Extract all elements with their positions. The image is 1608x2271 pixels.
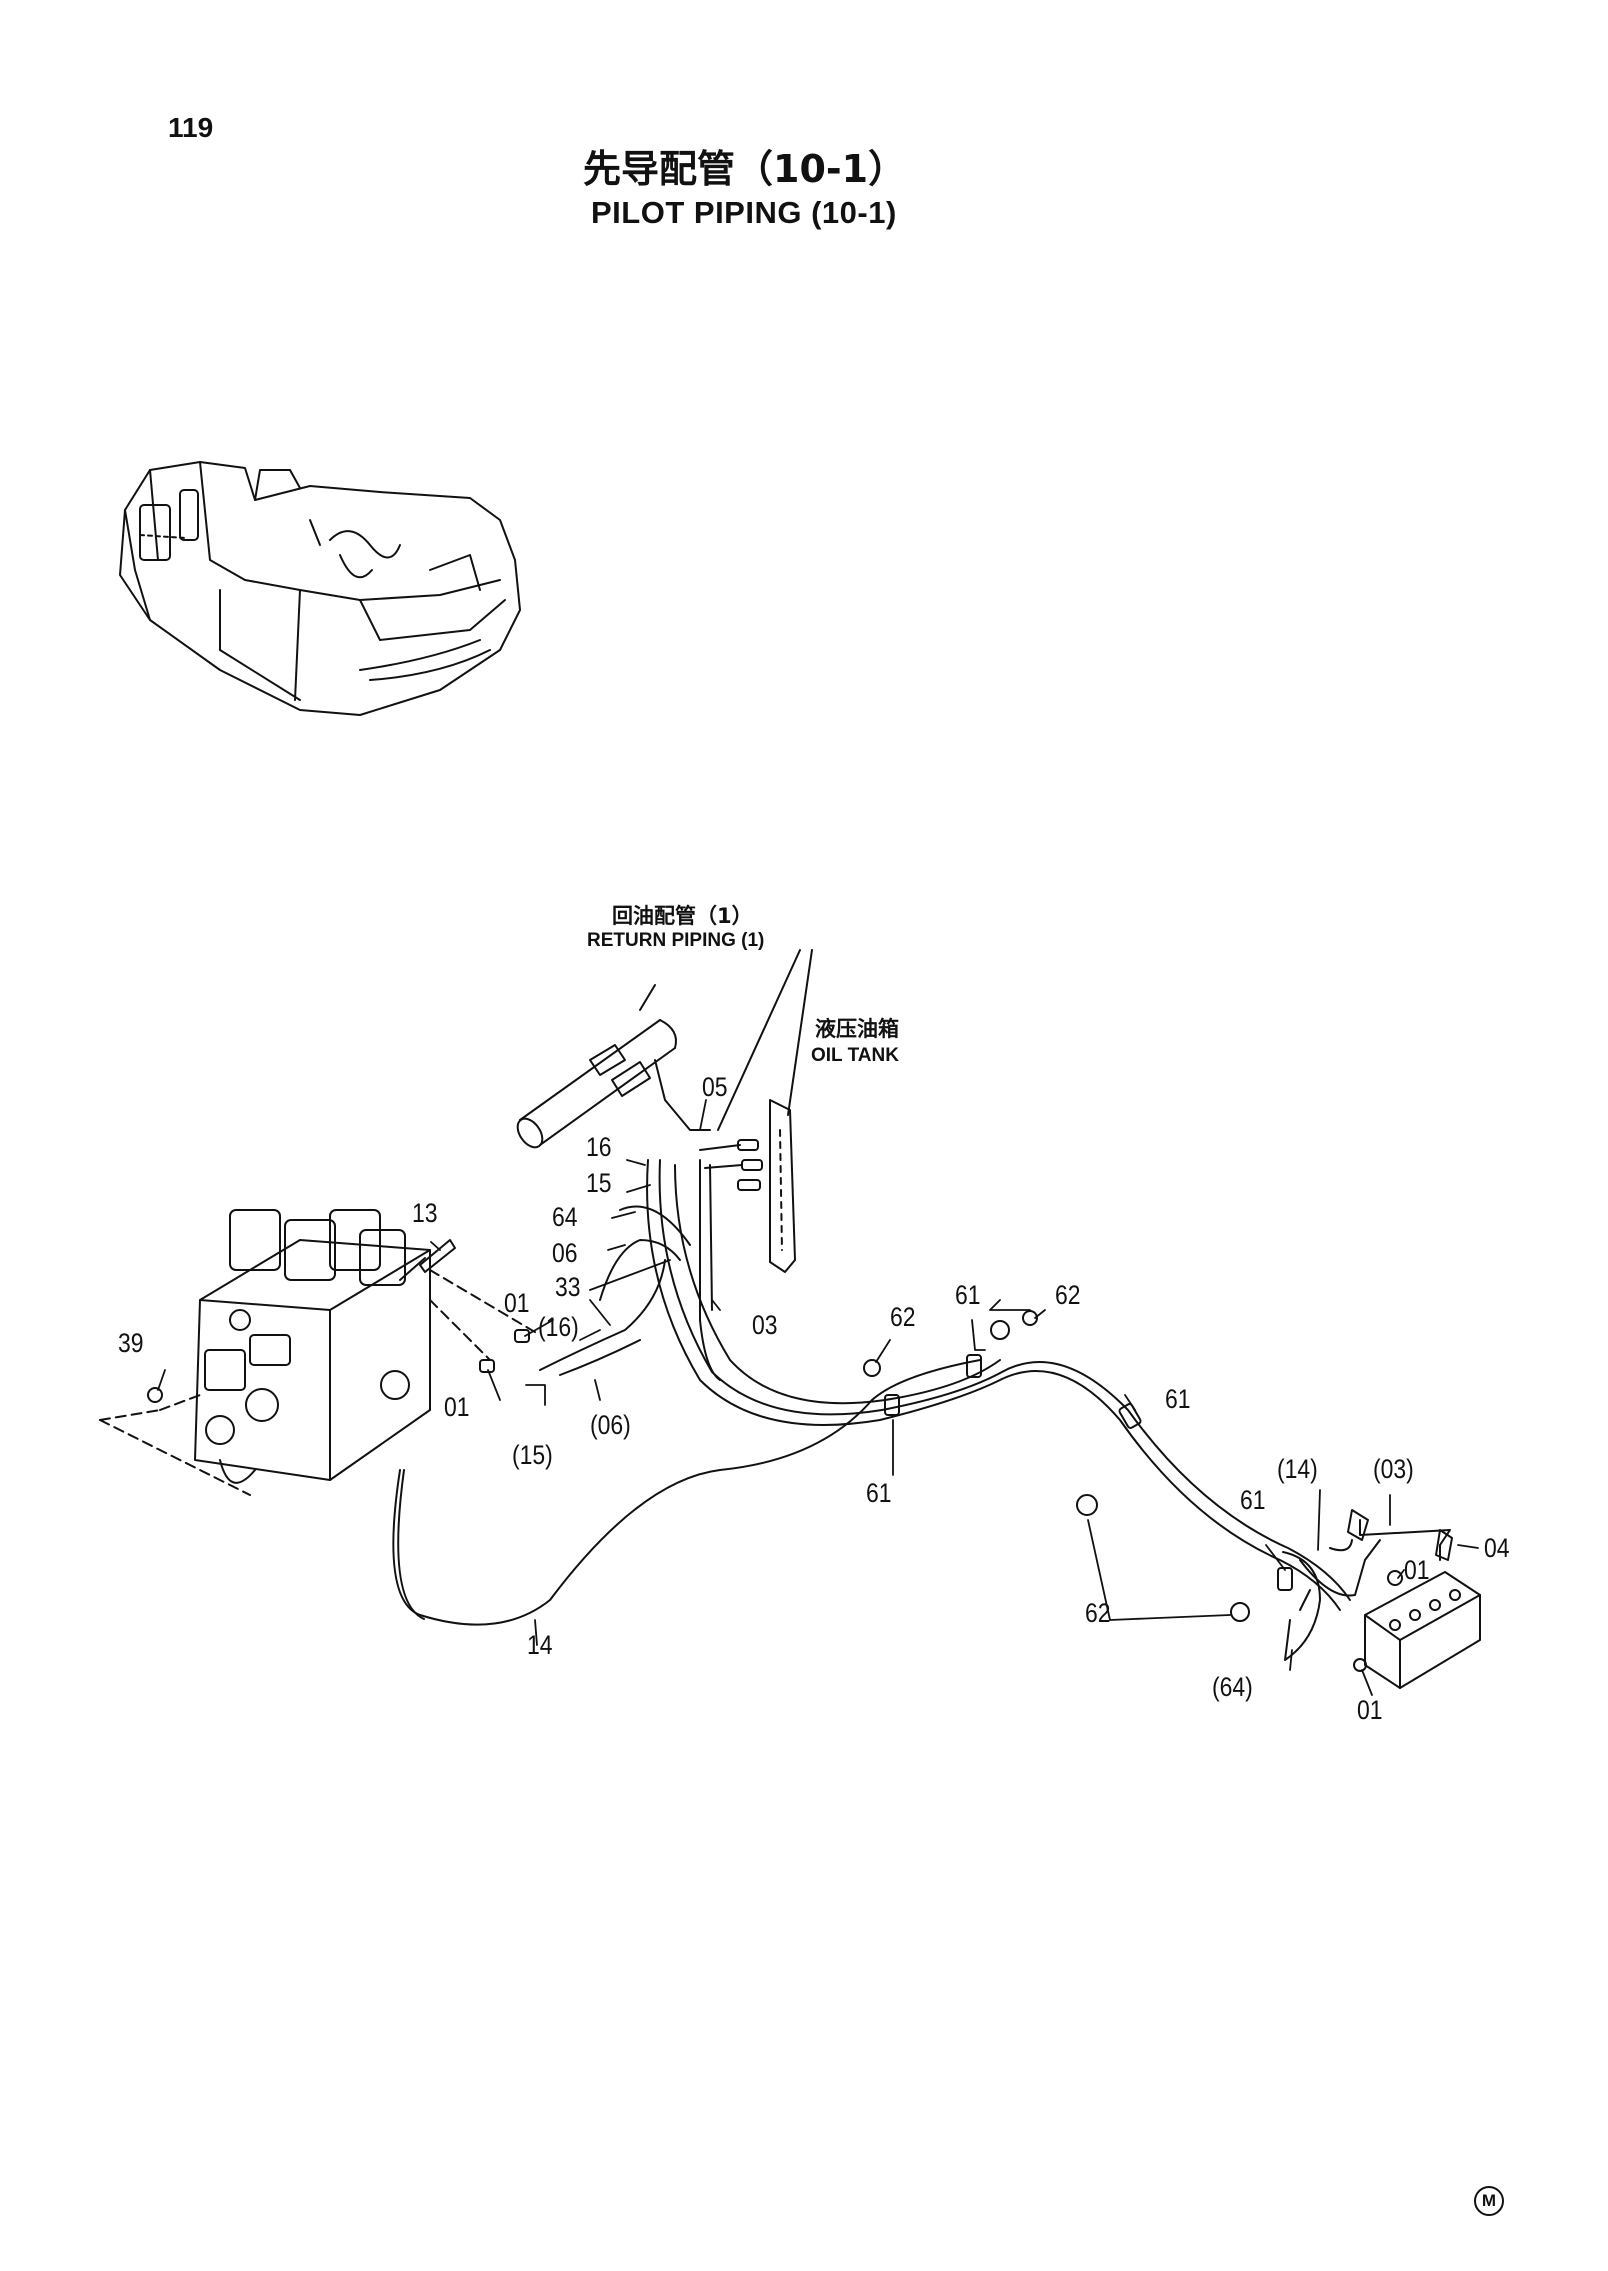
callout-05: 05 [702,1072,728,1102]
callout-39: 39 [118,1328,144,1358]
title-english: PILOT PIPING (10-1) [591,195,897,230]
callout-33: 33 [555,1272,581,1302]
excavator-thumbnail [119,461,521,716]
callout-06-paren: (06) [590,1410,631,1440]
callout-16-paren: (16) [538,1312,579,1342]
callout-64-paren: (64) [1212,1672,1253,1702]
callout-15-paren: (15) [512,1440,553,1470]
oil-tank-plate [699,949,813,1273]
publisher-mark: M [1474,2186,1504,2216]
callout-03-paren: (03) [1373,1454,1414,1484]
hoses [392,1159,1381,1661]
return-piping-tube [516,984,711,1149]
oil-tank-label-en: OIL TANK [811,1045,899,1066]
callout-04: 04 [1484,1533,1510,1563]
callout-01-right: 01 [1404,1555,1430,1585]
page-number: 119 [168,112,214,143]
return-piping-label-en: RETURN PIPING (1) [587,930,765,951]
callout-62-c: 62 [1085,1598,1111,1628]
callout-03: 03 [752,1310,778,1340]
callout-01-bottom: 01 [1357,1695,1383,1725]
oil-tank-label-cn: 液压油箱 [815,1017,899,1041]
callout-61-c: 61 [866,1478,892,1508]
pilot-valve-block [1359,1519,1481,1689]
callout-16: 16 [586,1132,612,1162]
leader-lines [157,1099,1479,1696]
title-chinese: 先导配管（10-1） [583,147,907,191]
callout-62-b: 62 [1055,1280,1081,1310]
fittings [147,1239,1453,1672]
callout-06: 06 [552,1238,578,1268]
callout-14: 14 [527,1630,553,1660]
callout-14-paren: (14) [1277,1454,1318,1484]
callout-01-lower: 01 [444,1392,470,1422]
control-valve-block [99,1209,541,1496]
callout-15: 15 [586,1168,612,1198]
callout-61-b: 61 [1165,1384,1191,1414]
return-piping-label-cn: 回油配管（1） [612,904,753,928]
callout-64: 64 [552,1202,578,1232]
callout-62-a: 62 [890,1302,916,1332]
callout-61-a: 61 [955,1280,981,1310]
callout-61-d: 61 [1240,1485,1266,1515]
clamps [884,1354,1293,1591]
callout-01-upper: 01 [504,1288,530,1318]
callout-13: 13 [412,1198,438,1228]
